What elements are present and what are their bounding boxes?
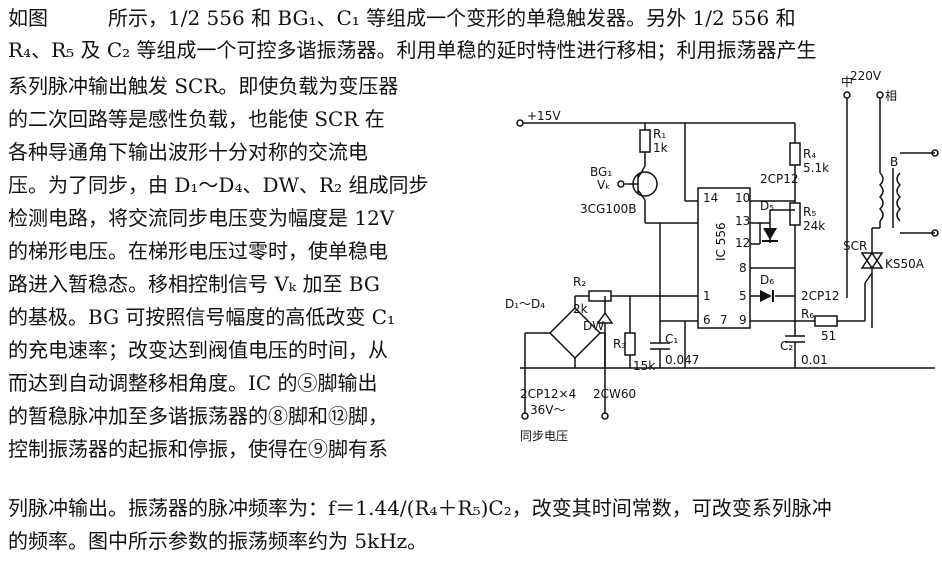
label-r5: R₅ [803, 205, 816, 219]
label-r1: R₁ [653, 127, 666, 141]
text-line: 压。为了同步，由 D₁～D₄、DW、R₂ 组成同步 [8, 173, 429, 197]
pin-label: 9 [739, 313, 747, 327]
resistor-r5 [789, 202, 801, 226]
label-bg1: BG₁ [590, 165, 612, 179]
pin-label: 6 [703, 313, 711, 327]
label-load: B [890, 155, 898, 169]
pin-label: 13 [735, 214, 750, 228]
text-line: R₄、R₅ 及 C₂ 等组成一个可控多谐振荡器。利用单稳的延时特性进行移相；利用… [8, 38, 817, 62]
text-line: 的暂稳脉冲加至多谐振荡器的⑧脚和⑫脚， [8, 404, 388, 428]
label-bridge: D₁～D₄ [505, 297, 545, 311]
pin-label: 10 [735, 191, 750, 205]
diode-d5 [763, 228, 777, 240]
text-line: 各种导通角下输出波形十分对称的交流电 [8, 140, 368, 164]
text-line: 而达到自动调整移相角度。IC 的⑤脚输出 [8, 371, 378, 395]
label-r5-val: 24k [803, 219, 825, 233]
pin-label: 12 [735, 236, 750, 250]
pin-label: 1 [703, 289, 711, 303]
label-r2: R₂ [573, 275, 586, 289]
label-bridge-type: 2CP12×4 [520, 387, 576, 401]
vk-terminal [617, 180, 625, 188]
label-dw: DW [583, 319, 604, 333]
label-scr: SCR [843, 239, 867, 253]
text-line: 检测电路，将交流同步电压变为幅度是 12V [8, 206, 395, 230]
label-sync: 同步电压 [520, 429, 568, 443]
pin-label: 7 [720, 313, 728, 327]
label-r3: R₃ [613, 337, 626, 351]
label-r2-val: 2k [573, 302, 588, 316]
label-r4-val: 5.1k [803, 161, 829, 175]
label-d5: D₅ [760, 199, 774, 213]
label-r4: R₄ [803, 147, 816, 161]
text-line: 系列脉冲输出触发 SCR。即使负载为变压器 [8, 74, 399, 98]
pin-label: 8 [739, 261, 747, 275]
text-line: 的频率。图中所示参数的振荡频率约为 5kHz。 [8, 529, 428, 553]
label-c2: C₂ [780, 339, 793, 353]
resistor-r4 [789, 142, 801, 166]
text-line: 控制振荡器的起振和停振，使得在⑨脚有系 [8, 437, 388, 461]
label-r6-val: 51 [821, 329, 836, 343]
label-c1-val: 0.047 [665, 353, 699, 367]
text-line: 路进入暂稳态。移相控制信号 Vₖ 加至 BG [8, 272, 380, 296]
label-bg1-type: 3CG100B [580, 202, 636, 216]
diode-d6 [760, 290, 772, 302]
label-d6-type: 2CP12 [801, 289, 840, 303]
label-neutral: 中 [841, 74, 853, 89]
schematic-svg: +15V 中 220V 相 B SCR KS50A R₁ 1k BG₁ 3CG1… [505, 69, 939, 443]
label-r6: R₆ [801, 307, 814, 321]
resistor-r6 [814, 315, 838, 327]
label-scr-model: KS50A [885, 257, 925, 271]
label-supply: +15V [527, 109, 561, 123]
label-c2-val: 0.01 [801, 353, 828, 367]
label-c1: C₁ [665, 332, 678, 346]
label-dw-type: 2CW60 [593, 387, 636, 401]
transformer-primary [878, 172, 884, 222]
label-r3-val: 15k [633, 359, 655, 373]
text-line: 的梯形电压。在梯形电压过零时，使单稳电 [8, 239, 388, 263]
pin-label: 14 [703, 191, 718, 205]
pin-label: 5 [739, 289, 747, 303]
circuit-schematic: +15V 中 220V 相 B SCR KS50A R₁ 1k BG₁ 3CG1… [505, 68, 942, 450]
resistor-r1 [639, 129, 651, 153]
label-phase: 相 [885, 89, 897, 103]
resistor-r2 [588, 290, 612, 302]
label-sync-voltage: 36V～ [530, 403, 565, 417]
label-d6: D₆ [760, 273, 774, 287]
label-ic: IC 556 [714, 222, 728, 261]
resistor-r3 [624, 332, 636, 356]
label-d5-type: 2CP12 [760, 172, 799, 186]
text-line: 列脉冲输出。振荡器的脉冲频率为：f＝1.44/(R₄＋R₅)C₂，改变其时间常数… [8, 496, 832, 520]
label-r1-val: 1k [653, 141, 668, 155]
supply-terminal [516, 119, 524, 127]
ic-556 [697, 187, 751, 329]
text-line: 的充电速率；改变达到阀值电压的时间，从 [8, 338, 388, 362]
label-vk: Vₖ [597, 178, 610, 192]
text-line: 的二次回路等是感性负载，也能使 SCR 在 [8, 107, 385, 131]
text-line: 如图 所示，1/2 556 和 BG₁、C₁ 等组成一个变形的单稳触发器。另外 … [8, 6, 796, 30]
text-line: 的基极。BG 可按照信号幅度的高低改变 C₁ [8, 305, 396, 329]
scr-triac [860, 252, 884, 270]
label-mains-voltage: 220V [850, 69, 882, 83]
